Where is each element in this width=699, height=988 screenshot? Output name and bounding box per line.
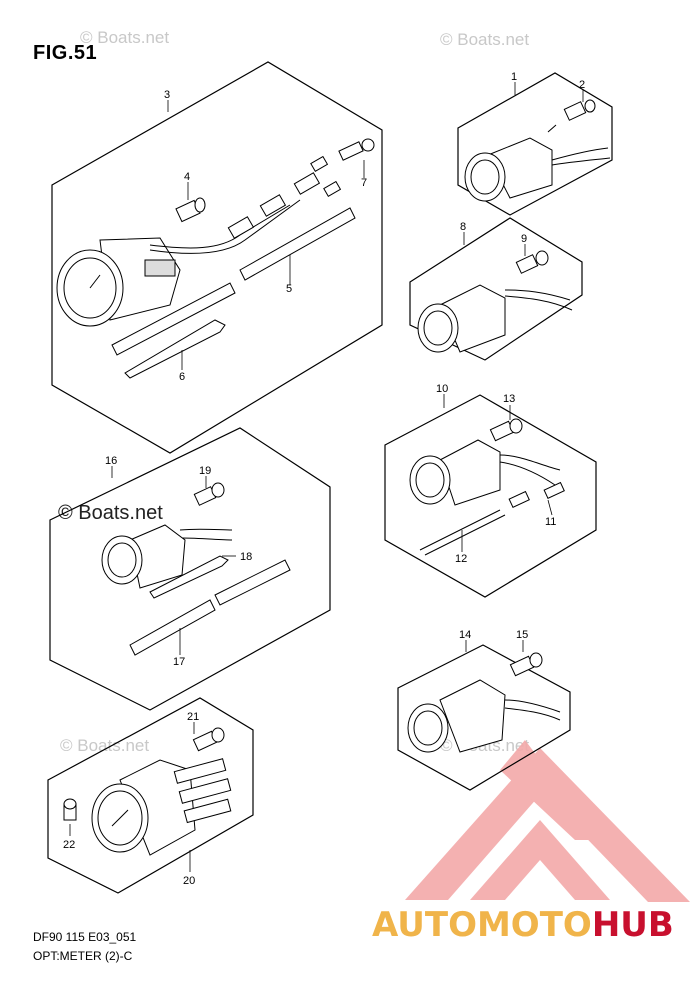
callout-3: 3 xyxy=(164,89,170,101)
gauge-icon xyxy=(417,284,573,353)
tube-icon xyxy=(129,559,291,656)
group-box-14 xyxy=(397,644,571,791)
gauge-icon xyxy=(101,524,233,589)
tube-icon xyxy=(111,207,356,356)
gauge-icon xyxy=(407,679,561,753)
callout-5: 5 xyxy=(286,283,292,295)
gauge-icon xyxy=(91,758,232,856)
footer-title: OPT:METER (2)-C xyxy=(33,949,133,963)
gauge-icon xyxy=(464,124,611,202)
watermark-top-left: © Boats.net xyxy=(80,28,170,47)
bulb-icon xyxy=(515,250,549,274)
group-box-16 xyxy=(49,427,331,711)
bulb-icon xyxy=(193,482,225,506)
logo-triangle-icon xyxy=(405,740,690,902)
callout-22: 22 xyxy=(63,839,75,851)
group-box-3 xyxy=(51,61,383,454)
callout-18: 18 xyxy=(240,551,252,563)
automotohub-logo: AUTOMOTOHUB xyxy=(372,905,674,945)
logo-text-part1: AUTOMOTO xyxy=(372,905,592,945)
group-box-10 xyxy=(384,394,597,598)
group-box-1 xyxy=(457,72,613,216)
callout-13: 13 xyxy=(503,393,515,405)
gauge-icon xyxy=(409,439,565,556)
callout-11: 11 xyxy=(545,516,556,528)
callout-2: 2 xyxy=(579,79,585,91)
callout-7: 7 xyxy=(361,177,367,189)
callout-9: 9 xyxy=(521,233,527,245)
callout-17: 17 xyxy=(173,656,185,668)
bulb-icon xyxy=(63,798,77,821)
group-box-20 xyxy=(47,697,254,894)
logo-text-part2: HUB xyxy=(591,905,674,945)
bulb-icon xyxy=(489,418,523,442)
callout-16: 16 xyxy=(105,455,117,467)
callout-4: 4 xyxy=(184,171,190,183)
bulb-icon xyxy=(192,727,225,752)
tie-strap-icon xyxy=(149,555,229,599)
callout-14: 14 xyxy=(459,629,471,641)
leader-lines xyxy=(69,82,584,872)
gauge-icon xyxy=(56,155,342,327)
callout-21: 21 xyxy=(187,711,199,723)
callout-15: 15 xyxy=(516,629,528,641)
callout-6: 6 xyxy=(179,371,185,383)
callout-8: 8 xyxy=(460,221,466,233)
footer-code: DF90 115 E03_051 xyxy=(33,930,137,944)
tie-strap-icon xyxy=(124,319,226,379)
watermark-top-right: © Boats.net xyxy=(440,30,530,49)
callout-10: 10 xyxy=(436,383,448,395)
callout-1: 1 xyxy=(511,71,517,83)
callout-20: 20 xyxy=(183,875,195,887)
bulb-icon xyxy=(175,197,206,223)
bulb-icon xyxy=(563,99,596,121)
bulb-icon xyxy=(509,652,543,677)
figure-title: FIG.51 xyxy=(33,42,98,64)
watermark-middle-left: © Boats.net xyxy=(58,502,163,524)
group-box-8 xyxy=(409,217,583,361)
bulb-icon xyxy=(338,138,375,161)
callout-12: 12 xyxy=(455,553,467,565)
watermark-lower-left: © Boats.net xyxy=(60,736,150,755)
callout-19: 19 xyxy=(199,465,211,477)
